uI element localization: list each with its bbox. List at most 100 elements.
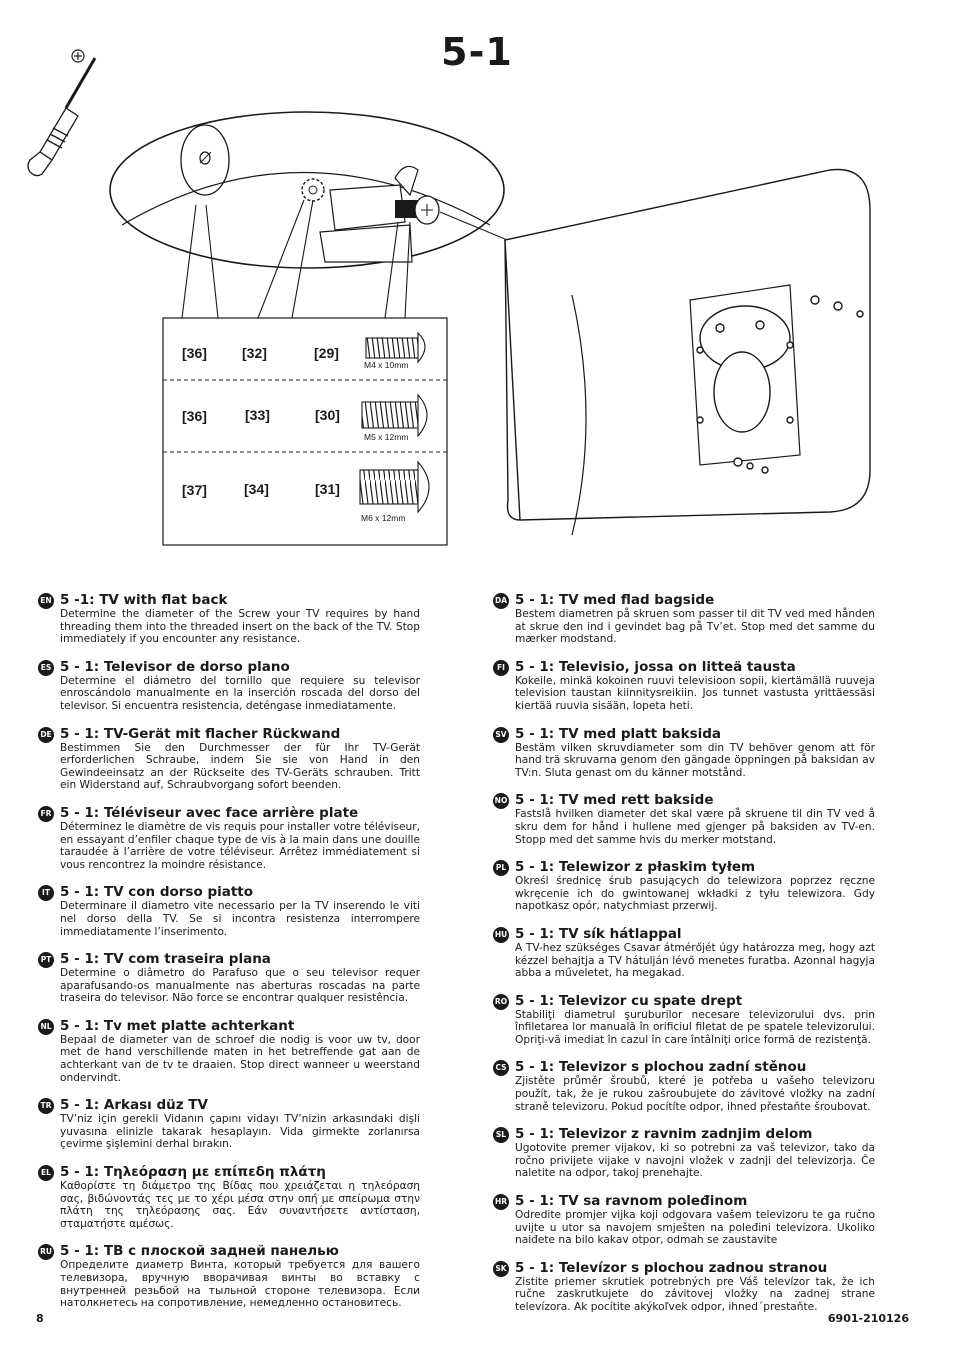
section-body: Bestem diametren på skruen som passer ti… <box>515 608 875 646</box>
language-badge-icon: PT <box>38 952 54 969</box>
language-badge-icon: RU <box>38 1244 54 1261</box>
section-body: Bepaal de diameter van de schroef die no… <box>60 1033 420 1084</box>
language-badge-icon: EN <box>38 593 54 609</box>
page-number: 8 <box>36 1312 44 1325</box>
section-title: 5 - 1: Telewizor z płaskim tyłem <box>515 859 756 876</box>
section-body: Stabiliţi diametrul şuruburilor necesare… <box>515 1008 875 1046</box>
tv-back-illustration <box>504 168 871 536</box>
language-badge-icon: ES <box>38 659 54 676</box>
section-body: Odredite promjer vijka koji odgovara vaš… <box>515 1209 875 1247</box>
language-badge-icon: DA <box>493 593 509 609</box>
section-title: 5 - 1: Televizor s plochou zadní stěnou <box>515 1059 807 1076</box>
section-title: 5 - 1: Téléviseur avec face arrière plat… <box>60 804 359 821</box>
page-title: 5-1 <box>441 30 513 74</box>
section-title: 5 - 1: TV con dorso piatto <box>60 884 254 901</box>
screw-label: [29] <box>314 345 339 361</box>
section-title: 5 - 1: TV med rett bakside <box>515 792 714 809</box>
section-title: 5 - 1: TV com traseira plana <box>60 951 271 968</box>
phillips-head-icon <box>71 49 85 63</box>
language-badge-icon: HR <box>493 1194 509 1211</box>
language-badge-icon: DE <box>38 726 54 743</box>
section-title: 5 - 1: TV sík hátlappal <box>515 925 682 942</box>
detail-magnifier <box>109 111 505 269</box>
language-section-fr: FR 5 - 1: Téléviseur avec face arrière pl… <box>38 805 420 871</box>
screw-size-label: M6 x 12mm <box>361 513 405 523</box>
screw-label: [34] <box>244 481 269 497</box>
section-body: Fastslå hvilken diameter det skal være p… <box>515 808 875 846</box>
language-badge-icon: NL <box>38 1018 54 1035</box>
screw-size-label: M5 x 12mm <box>364 432 408 442</box>
screw-size-label: M4 x 10mm <box>364 360 408 370</box>
screw-label: [31] <box>315 481 340 497</box>
language-badge-icon: SV <box>493 726 509 743</box>
section-title: 5 - 1: Tv met platte achterkant <box>60 1017 295 1034</box>
section-body: Determine o diâmetro do Parafuso que o s… <box>60 967 420 1005</box>
language-badge-icon: TR <box>38 1098 54 1115</box>
language-section-cs: CS 5 - 1: Televizor s plochou zadní stěno… <box>493 1059 875 1113</box>
section-body: Καθορίστε τη διάμετρο της Βίδας που χρει… <box>60 1180 420 1230</box>
section-title: 5 - 1: Τηλεόραση με επίπεδη πλάτη <box>60 1164 326 1181</box>
screw-label: [36] <box>182 408 207 424</box>
section-body: Определите диаметр Винта, который требуе… <box>60 1259 420 1310</box>
section-body: Określ średnicę śrub pasujących do telew… <box>515 875 875 913</box>
section-body: Déterminez le diamètre de vis requis pou… <box>60 820 420 871</box>
language-badge-icon: SK <box>493 1260 509 1277</box>
screwdriver-icon <box>27 57 97 177</box>
language-badge-icon: FR <box>38 805 54 822</box>
screw-label: [30] <box>315 407 340 423</box>
section-title: 5 - 1: TV med flad bagside <box>515 592 715 608</box>
section-body: Kokeile, minkä kokoinen ruuvi televisioo… <box>515 674 875 712</box>
document-code: 6901-210126 <box>827 1312 909 1325</box>
screw-m6-icon <box>359 460 430 514</box>
section-title: 5 - 1: TV med platt baksida <box>515 725 722 742</box>
screw-label: [36] <box>182 345 207 361</box>
section-title: 5 - 1: Televizor cu spate drept <box>515 992 743 1009</box>
language-badge-icon: RO <box>493 993 509 1010</box>
language-badge-icon: CS <box>493 1060 509 1077</box>
language-badge-icon: EL <box>38 1165 54 1182</box>
section-body: TV’niz için gerekli Vidanın çapını viday… <box>60 1113 420 1151</box>
language-badge-icon: IT <box>38 885 54 902</box>
section-title: 5 - 1: TV-Gerät mit flacher Rückwand <box>60 725 341 742</box>
language-badge-icon: PL <box>493 860 509 877</box>
section-body: Determinare il diametro vite necessario … <box>60 900 420 938</box>
section-body: A TV-hez szükséges Csavar átmérőjét úgy … <box>515 941 875 980</box>
installation-illustration: [36] [32] [29] [36] [33] [30] [37] [34] … <box>27 49 871 546</box>
language-section-sl: SL 5 - 1: Televizor z ravnim zadnjim delo… <box>493 1126 875 1180</box>
section-title: 5 - 1: Televizor z ravnim zadnjim delom <box>515 1126 813 1143</box>
screw-m5-icon <box>361 393 428 438</box>
section-body: Bestäm vilken skruvdiameter som din TV b… <box>515 741 875 779</box>
language-badge-icon: SL <box>493 1127 509 1144</box>
section-body: Determine el diámetro del tornillo que r… <box>60 674 420 712</box>
section-title: 5 - 1: TV sa ravnom poleđinom <box>515 1193 748 1210</box>
screw-label: [37] <box>182 482 207 498</box>
language-badge-icon: HU <box>493 926 509 943</box>
section-body: Zjistěte průměr šroubů, které je potřeba… <box>515 1075 875 1113</box>
screw-m4-icon <box>365 331 426 364</box>
section-title: 5 -1: TV with flat back <box>60 592 228 608</box>
screw-label: [32] <box>242 345 267 361</box>
language-badge-icon: FI <box>493 659 509 676</box>
language-badge-icon: NO <box>493 793 509 810</box>
section-title: 5 - 1: Televisor de dorso plano <box>60 658 290 675</box>
section-body: Bestimmen Sie den Durchmesser der für Ih… <box>60 741 420 792</box>
section-body: Ugotovite premer vijakov, ki so potrebni… <box>515 1142 875 1180</box>
